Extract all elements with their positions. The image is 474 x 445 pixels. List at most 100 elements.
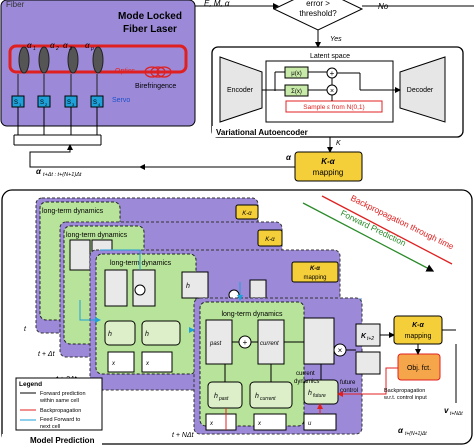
svg-text:t: t <box>24 326 27 333</box>
alpha-1: α <box>27 41 32 50</box>
front-cell: long-term dynamics past current + h past… <box>193 297 395 435</box>
legend-item-3: Feed Forward to <box>40 417 80 423</box>
svg-text:current: current <box>260 396 276 402</box>
model-title: Model Prediction <box>30 436 95 445</box>
fiber-label: Fiber <box>6 0 25 9</box>
svg-text:α: α <box>36 167 42 176</box>
svg-text:h: h <box>186 283 190 290</box>
current-dyn-1: current <box>296 371 315 377</box>
waveplates <box>18 46 104 74</box>
svg-text:h: h <box>255 393 259 400</box>
decoder-label: Decoder <box>407 87 434 94</box>
alpha-p: α <box>85 41 90 50</box>
vae-block: Variational Autoencoder Encoder Decoder … <box>211 46 464 138</box>
backprop-small: Backpropagation <box>384 388 425 394</box>
svg-text:K-α: K-α <box>265 237 275 243</box>
top-vars: E, M, α <box>204 0 230 8</box>
encoder-label: Encoder <box>227 87 254 94</box>
svg-text:4: 4 <box>98 102 101 107</box>
legend-item-2: Backpropagation <box>40 408 81 414</box>
backprop-small-2: w.r.t. control input <box>383 395 427 401</box>
svg-text:long-term dynamics: long-term dynamics <box>110 260 172 267</box>
svg-text:t+(N+1)Δt: t+(N+1)Δt <box>405 431 427 437</box>
s-3: S <box>67 100 71 106</box>
svg-text:μ(x): μ(x) <box>291 71 301 77</box>
svg-text:h: h <box>108 331 112 338</box>
svg-text:future: future <box>313 393 326 399</box>
svg-text:2: 2 <box>45 102 48 107</box>
svg-text:h: h <box>145 331 149 338</box>
alpha-1-sub: 1 <box>33 46 36 52</box>
alpha-label-mid: α <box>286 153 292 162</box>
future-control-1: future <box>340 380 356 386</box>
optics-label: Optics <box>115 68 135 75</box>
laser-title: Mode Locked <box>118 11 182 22</box>
svg-text:mapping: mapping <box>313 168 344 177</box>
svg-text:t+NΔt: t+NΔt <box>450 411 463 417</box>
vae-title: Variational Autoencoder <box>216 128 308 137</box>
s-2: S <box>40 100 44 106</box>
svg-text:Legend: Legend <box>19 381 42 388</box>
future-control-2: control <box>340 388 358 394</box>
svg-text:x: x <box>257 421 262 427</box>
s-4: S <box>93 100 97 106</box>
svg-text:Σ(x): Σ(x) <box>291 89 302 95</box>
v-output: v t+NΔt <box>444 406 463 417</box>
k-out-box <box>355 323 381 347</box>
svg-text:K-α: K-α <box>310 266 320 272</box>
svg-text:+: + <box>330 69 335 78</box>
legend-item-1: Forward prediction <box>40 391 86 397</box>
svg-text:3: 3 <box>72 102 75 107</box>
yes-label: Yes <box>330 36 342 43</box>
svg-text:threshold?: threshold? <box>299 9 337 18</box>
birefringence-coil <box>144 66 172 78</box>
decision-diamond: error > threshold? <box>272 0 364 31</box>
alpha-2-sub: 2 <box>55 46 59 52</box>
past-block <box>205 319 233 365</box>
alpha-output-right: α t+(N+1)Δt <box>398 426 427 437</box>
svg-text:Sample ε from N(0,1): Sample ε from N(0,1) <box>303 104 364 111</box>
h-current-tall <box>303 317 335 365</box>
svg-text:long-term dynamics: long-term dynamics <box>66 232 128 239</box>
svg-text:past: past <box>209 341 222 347</box>
svg-text:x: x <box>111 361 116 367</box>
laser-block: Fiber Mode Locked Fiber Laser Optics Bir… <box>0 0 196 146</box>
svg-text:K-α: K-α <box>412 322 424 329</box>
svg-text:t+Δt : t+(N+1)Δt: t+Δt : t+(N+1)Δt <box>43 172 82 178</box>
svg-text:mapping: mapping <box>405 333 432 340</box>
legend: Legend Forward prediction within same ce… <box>15 377 103 431</box>
birefringence-label: Birefringence <box>135 83 176 90</box>
current-block <box>257 319 285 365</box>
alpha-3-sub: 3 <box>69 46 72 52</box>
ltd-front: long-term dynamics <box>221 311 283 318</box>
svg-text:t + Δt: t + Δt <box>38 351 56 358</box>
svg-text:t + NΔt: t + NΔt <box>172 432 195 439</box>
obj-fct-box: Obj. fct. <box>397 353 441 381</box>
alpha-output: α t+Δt : t+(N+1)Δt <box>36 167 82 178</box>
svg-text:long-term dynamics: long-term dynamics <box>42 208 104 215</box>
svg-text:×: × <box>338 346 343 355</box>
svg-text:K: K <box>361 333 367 340</box>
laser-title-2: Fiber Laser <box>123 24 177 35</box>
svg-text:within same cell: within same cell <box>39 398 79 404</box>
svg-text:mapping: mapping <box>303 275 326 281</box>
svg-text:x: x <box>145 361 150 367</box>
svg-text:×: × <box>330 88 334 95</box>
svg-text:current: current <box>260 341 279 347</box>
svg-text:1: 1 <box>19 102 22 107</box>
no-label: No <box>378 2 389 11</box>
svg-text:+: + <box>243 338 248 347</box>
svg-text:error >: error > <box>306 0 330 8</box>
k-alpha-mapping: K-α mapping <box>294 151 363 182</box>
alpha-3: α <box>63 41 68 50</box>
servo-label: Servo <box>112 97 130 104</box>
servo-boxes <box>11 74 104 108</box>
alpha-2: α <box>50 41 55 50</box>
svg-text:K-α: K-α <box>242 211 252 217</box>
svg-text:v: v <box>444 406 449 415</box>
svg-text:next cell: next cell <box>40 424 60 430</box>
svg-text:u: u <box>308 421 312 427</box>
svg-text:h: h <box>308 390 312 397</box>
s-1: S <box>14 100 18 106</box>
